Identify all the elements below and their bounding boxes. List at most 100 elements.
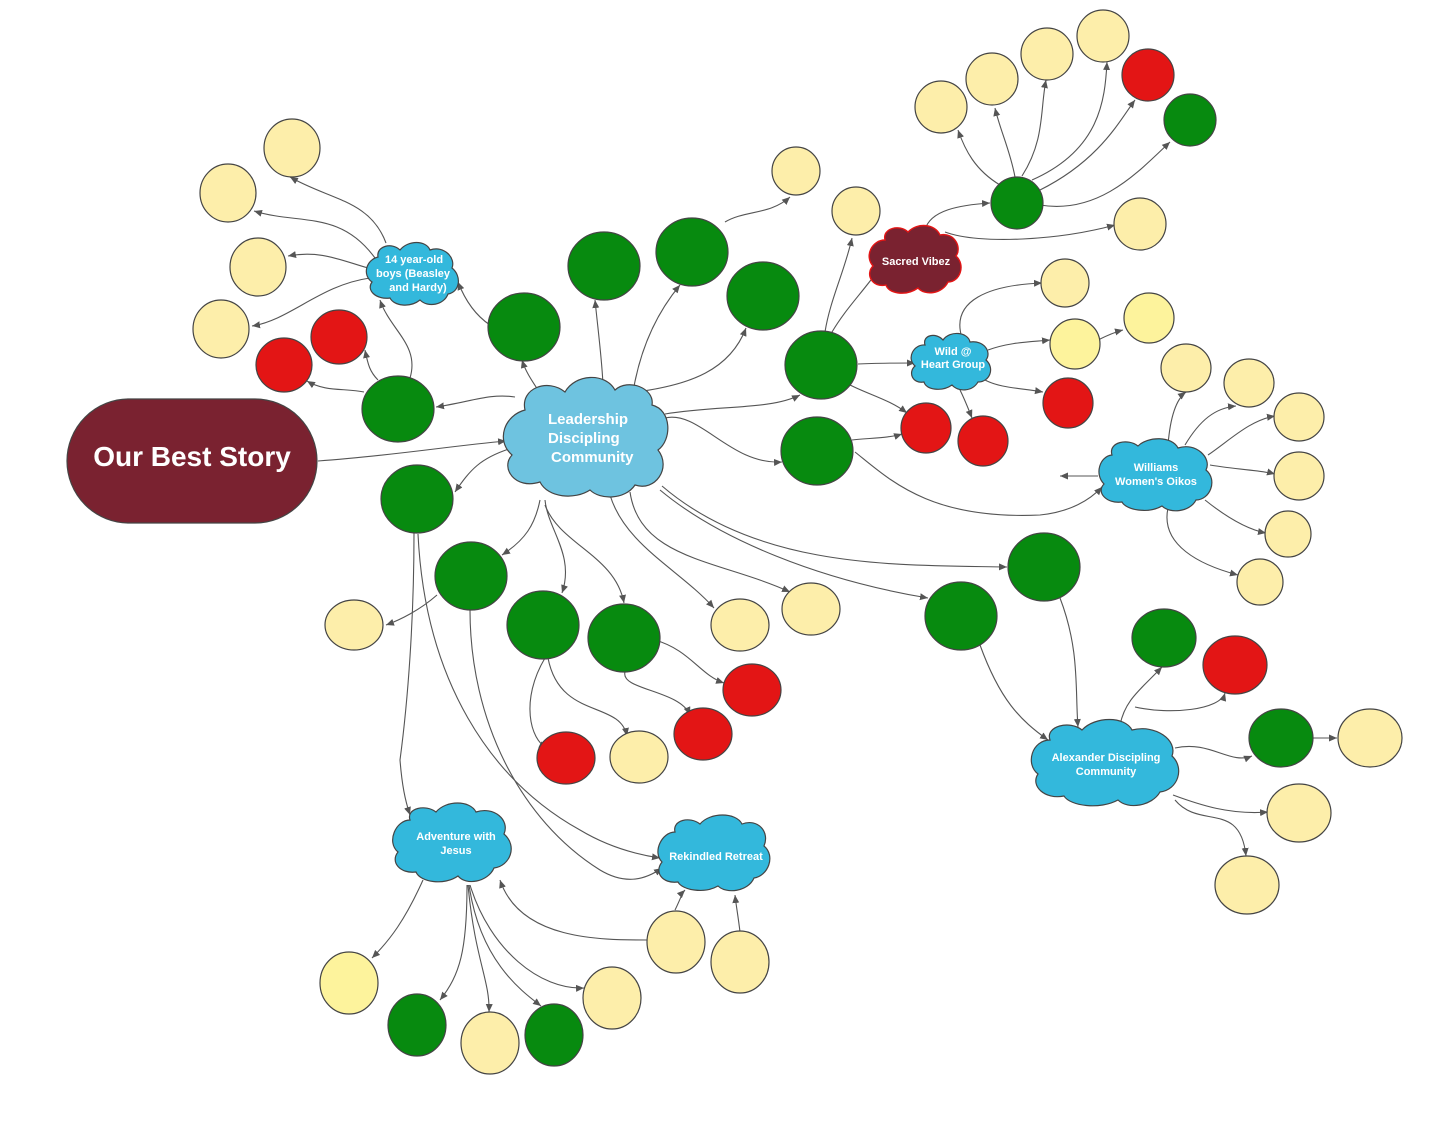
edge	[632, 284, 681, 393]
edge	[1174, 745, 1253, 763]
connector-lines	[251, 61, 1337, 1013]
edge	[468, 884, 542, 1007]
yellow-node	[1264, 510, 1312, 558]
yellow-node	[1266, 783, 1332, 843]
edge	[851, 433, 903, 441]
yellow-node	[1049, 318, 1101, 370]
cloud-label-line: Leadership	[548, 411, 628, 428]
edge	[959, 279, 1043, 339]
edge	[1209, 464, 1276, 476]
cloud-shape	[502, 376, 669, 498]
edge	[371, 879, 424, 959]
edge	[399, 532, 415, 816]
svg-text:boys (Beasley: boys (Beasley	[376, 268, 451, 280]
cloud-label-line: Wild @	[935, 346, 972, 358]
edge	[659, 489, 929, 601]
edge	[1021, 79, 1048, 177]
yellow-node	[1020, 27, 1074, 81]
green-node	[361, 375, 435, 443]
svg-text:14 year-old: 14 year-old	[385, 254, 443, 266]
svg-text:Community: Community	[1076, 766, 1137, 778]
edge	[1134, 692, 1227, 712]
yellow-node	[1214, 855, 1280, 915]
edge	[957, 129, 1001, 186]
edge	[499, 879, 649, 941]
edge	[544, 504, 626, 604]
nodes	[192, 9, 1403, 1075]
yellow-node	[1076, 9, 1130, 63]
svg-text:Jesus: Jesus	[440, 845, 471, 857]
edge	[435, 395, 516, 410]
green-node	[726, 261, 800, 331]
cloud-adventure-with-jesus: Adventure with Jesus	[392, 802, 512, 883]
red-node	[255, 337, 313, 393]
yellow-node	[263, 118, 321, 178]
cloud-shape	[392, 802, 512, 883]
edge	[854, 451, 1103, 516]
edge	[287, 251, 369, 269]
title-label: Our Best Story	[93, 441, 291, 472]
cloud-label-line: Community	[1076, 766, 1137, 778]
edge	[457, 281, 491, 326]
red-node	[1202, 635, 1268, 695]
yellow-node	[460, 1011, 520, 1075]
yellow-node	[710, 930, 770, 994]
edge	[1166, 507, 1239, 577]
edge	[469, 609, 663, 880]
yellow-node	[831, 186, 881, 236]
green-node	[784, 330, 858, 400]
edge	[385, 594, 438, 626]
cloud-label-line: Jesus	[440, 845, 471, 857]
edge	[987, 337, 1051, 351]
cloud-label-line: boys (Beasley	[376, 268, 451, 280]
edge	[379, 299, 413, 379]
cloud-label-line: Discipling	[548, 430, 620, 447]
edge	[924, 200, 991, 231]
edge	[1207, 413, 1276, 456]
red-node	[900, 402, 952, 454]
edge	[624, 671, 691, 716]
cloud-shape	[910, 332, 992, 391]
yellow-node	[229, 237, 287, 297]
edge	[1097, 328, 1124, 341]
edge	[1204, 499, 1267, 535]
cloud-shape	[1030, 719, 1180, 807]
edge	[664, 394, 801, 415]
yellow-node	[1123, 292, 1175, 344]
green-node	[924, 581, 998, 651]
cloud-shape	[365, 241, 459, 306]
cloud-williams-womens-oikos: Williams Women's Oikos	[1098, 438, 1213, 512]
edge	[467, 884, 493, 1013]
yellow-node	[199, 163, 257, 223]
yellow-node	[914, 80, 968, 134]
edge	[253, 209, 376, 259]
edge	[984, 379, 1044, 395]
edge	[724, 196, 791, 223]
green-node	[380, 464, 454, 534]
yellow-node	[1113, 197, 1167, 251]
svg-text:Discipling: Discipling	[548, 430, 620, 447]
green-node	[487, 292, 561, 362]
cloud-shape	[868, 224, 962, 294]
green-node	[1007, 532, 1081, 602]
edge	[1031, 61, 1111, 181]
edge	[654, 639, 725, 684]
svg-text:Adventure with: Adventure with	[416, 831, 496, 843]
edge	[979, 644, 1049, 741]
cloud-wild-at-heart-group: Wild @ Heart Group	[910, 332, 992, 391]
edge	[674, 889, 686, 911]
red-node	[310, 309, 368, 365]
red-node	[1121, 48, 1175, 102]
edge	[592, 299, 604, 386]
edge	[1172, 794, 1269, 817]
edge	[849, 384, 908, 414]
red-node	[673, 707, 733, 761]
edge	[529, 657, 548, 749]
cloud-label-line: Alexander Discipling	[1052, 752, 1161, 764]
cloud-label-line: Williams	[1134, 462, 1179, 474]
edge	[306, 380, 365, 393]
green-node	[524, 1003, 584, 1067]
green-node	[387, 993, 447, 1057]
edge	[544, 499, 568, 594]
edge	[629, 491, 791, 593]
